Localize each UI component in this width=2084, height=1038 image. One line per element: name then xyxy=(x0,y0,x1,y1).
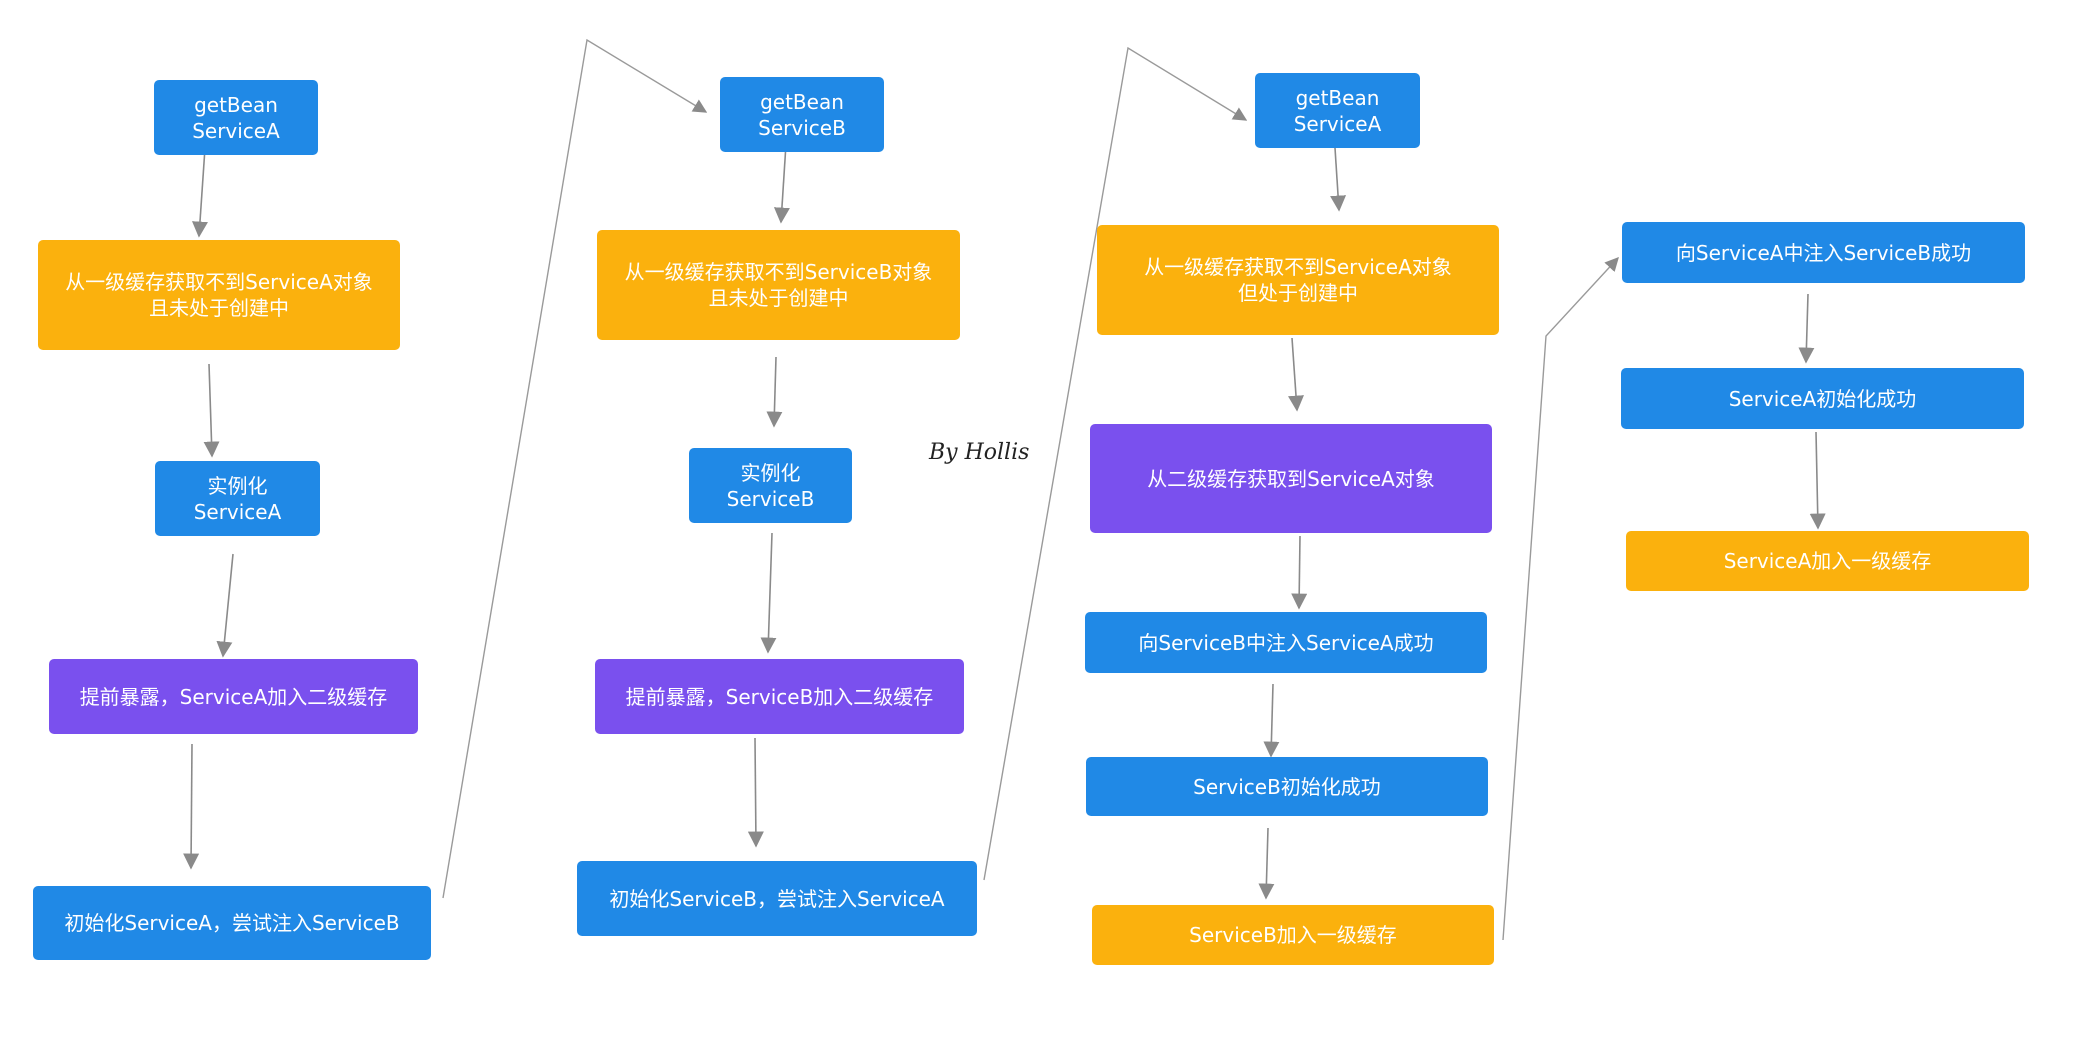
node-l1-miss-serviceb-not-creating: 从一级缓存获取不到ServiceB对象 且未处于创建中 xyxy=(597,230,960,340)
arrow-b-getbean-to-cachemiss xyxy=(773,143,790,224)
node-expose-serviceb-l2: 提前暴露，ServiceB加入二级缓存 xyxy=(595,659,964,734)
node-getbean-servicea: getBean ServiceA xyxy=(154,80,318,155)
node-init-servicea-inject-serviceb: 初始化ServiceA，尝试注入ServiceB xyxy=(33,886,431,960)
arrow-a-initdone-to-a-addl1 xyxy=(1809,431,1826,530)
node-serviceb-init-done: ServiceB初始化成功 xyxy=(1086,757,1488,816)
arrow-a-cachemiss-to-instantiate xyxy=(203,363,220,458)
node-servicea-init-done: ServiceA初始化成功 xyxy=(1621,368,2024,429)
node-l1-miss-servicea-not-creating: 从一级缓存获取不到ServiceA对象 且未处于创建中 xyxy=(38,240,400,350)
arrow-b-initdone-to-b-addl1 xyxy=(1258,827,1275,900)
node-inject-servicea-into-serviceb: 向ServiceB中注入ServiceA成功 xyxy=(1085,612,1487,673)
arrow-a-instantiate-to-expose xyxy=(216,553,234,658)
node-instantiate-serviceb: 实例化ServiceB xyxy=(689,448,852,523)
node-init-serviceb-inject-servicea: 初始化ServiceB，尝试注入ServiceA xyxy=(577,861,977,936)
arrow-a2-cachemiss-to-l2hit xyxy=(1288,337,1304,412)
arrow-b-inject-to-b-initdone xyxy=(1263,683,1280,758)
arrow-a-injectb-to-a-initdone xyxy=(1798,293,1815,364)
node-inject-serviceb-into-servicea: 向ServiceA中注入ServiceB成功 xyxy=(1622,222,2025,283)
node-getbean-serviceb: getBean ServiceB xyxy=(720,77,884,152)
node-servicea-add-l1: ServiceA加入一级缓存 xyxy=(1626,531,2029,591)
arrow-a2-l2hit-to-b-inject xyxy=(1291,535,1308,610)
arrow-a-getbean-to-cachemiss xyxy=(191,147,208,238)
arrow-b-expose-to-init xyxy=(747,737,764,848)
arrow-a-expose-to-init xyxy=(183,743,200,870)
connector-a-init-to-b-getbean xyxy=(442,38,708,899)
node-getbean-servicea-again: getBean ServiceA xyxy=(1255,73,1420,148)
arrow-b-cachemiss-to-instantiate xyxy=(766,356,783,428)
connector-b-addl1-to-a-injectb xyxy=(1502,256,1619,941)
node-l1-miss-servicea-creating: 从一级缓存获取不到ServiceA对象 但处于创建中 xyxy=(1097,225,1499,335)
arrow-a2-getbean-to-cachemiss xyxy=(1330,147,1347,212)
author-signature: By Hollis xyxy=(929,440,1030,465)
node-expose-servicea-l2: 提前暴露，ServiceA加入二级缓存 xyxy=(49,659,418,734)
connector-b-init-to-a2-getbean xyxy=(983,46,1248,881)
arrow-b-instantiate-to-expose xyxy=(760,532,777,654)
node-serviceb-add-l1: ServiceB加入一级缓存 xyxy=(1092,905,1494,965)
node-l2-hit-servicea: 从二级缓存获取到ServiceA对象 xyxy=(1090,424,1492,533)
node-instantiate-servicea: 实例化ServiceA xyxy=(155,461,320,536)
